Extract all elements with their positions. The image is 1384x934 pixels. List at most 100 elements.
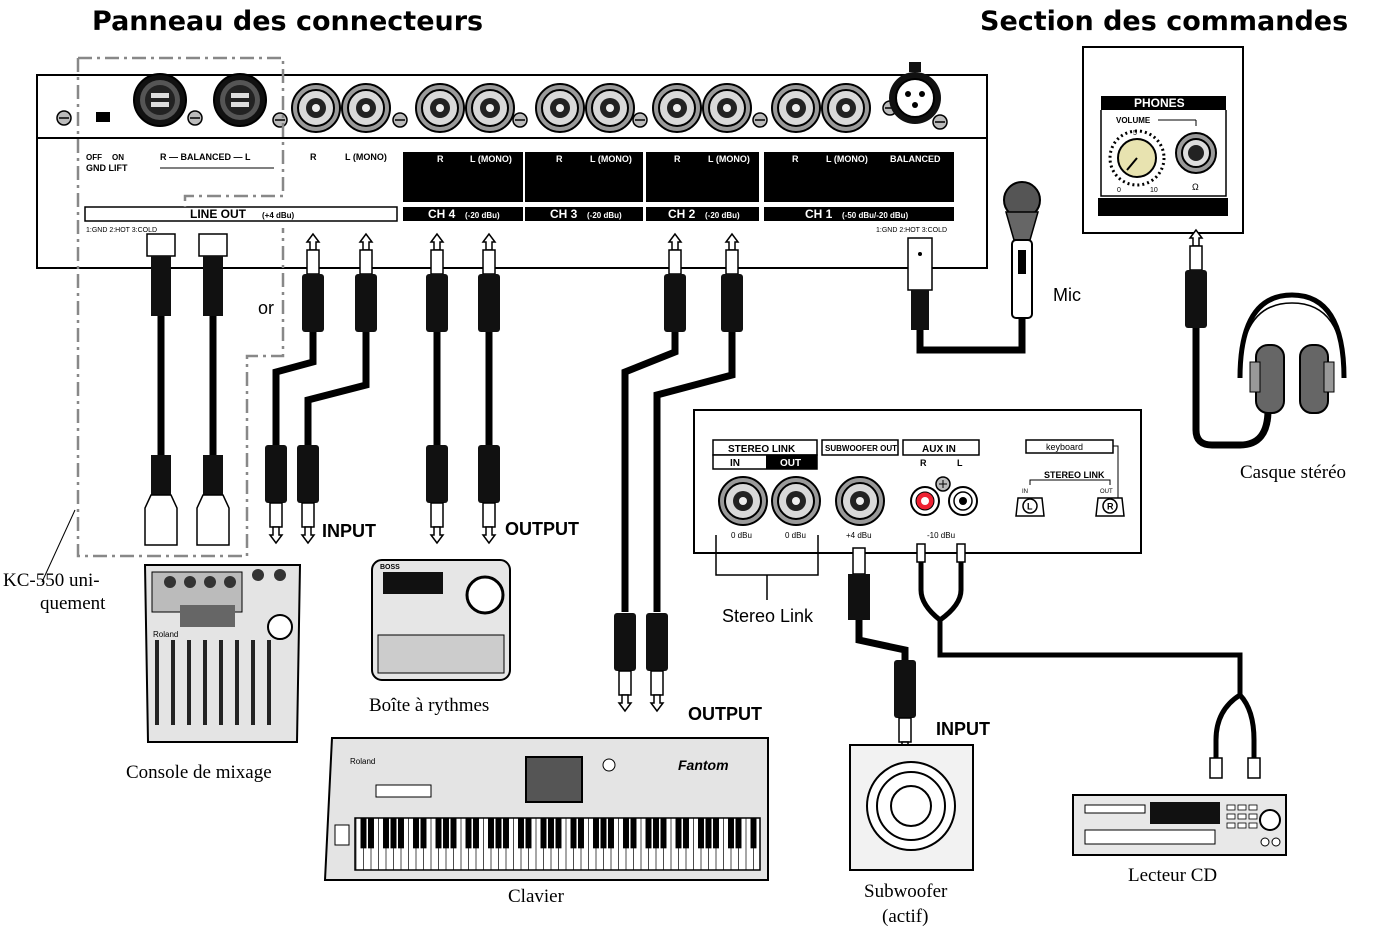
mixer-brand: Roland — [153, 630, 178, 639]
jack-ch1-r[interactable] — [771, 83, 821, 133]
aux-in-r-jack[interactable] — [910, 486, 940, 516]
jack-line-out-l[interactable] — [341, 83, 391, 133]
subwoofer-cable — [848, 547, 917, 759]
stereo-link-bracket — [715, 535, 819, 600]
output-drum-label: OUTPUT — [505, 519, 579, 539]
kb-out-label: OUT — [1100, 489, 1113, 495]
gnd-lift-label: GND LIFT — [86, 163, 128, 173]
ch3-l-label: L (MONO) — [590, 154, 632, 164]
svg-text:R: R — [1107, 502, 1114, 512]
xlr-legend-right: 1:GND 2:HOT 3:COLD — [876, 227, 947, 234]
gnd-lift-switch[interactable] — [96, 112, 110, 122]
ch2-label: CH 2 — [668, 207, 696, 221]
ch2-r-label: R — [674, 154, 681, 164]
kb-link-r-connector[interactable]: R — [1095, 497, 1125, 517]
mic-label: Mic — [1053, 285, 1081, 305]
keyboard-model: Fantom — [678, 757, 729, 773]
line-out-level: (+4 dBu) — [262, 211, 295, 220]
phones-jack[interactable] — [1175, 132, 1217, 174]
xlr-combo-ch1[interactable] — [889, 62, 941, 124]
subwoofer-label-line1: Subwoofer — [864, 881, 948, 902]
volume-mid: 5 — [1133, 130, 1137, 137]
aux-in-label: AUX IN — [922, 444, 956, 455]
subwoofer-label-line2: (actif) — [882, 906, 929, 927]
xlr-cables — [144, 233, 230, 546]
level-subwoofer: +4 dBu — [846, 531, 872, 540]
headphone-cable — [1184, 229, 1272, 449]
level-stereo-in: 0 dBu — [731, 531, 752, 540]
ch3-level: (-20 dBu) — [587, 211, 622, 220]
keyboard-label: Clavier — [508, 886, 564, 907]
level-stereo-out: 0 dBu — [785, 531, 806, 540]
aux-r-label: R — [920, 458, 927, 468]
input-left-label: INPUT — [322, 521, 376, 541]
ch3-label: CH 3 — [550, 207, 578, 221]
connector-panel-heading: Panneau des connecteurs — [92, 6, 484, 37]
stereo-link-in: IN — [730, 458, 740, 469]
kc550-label-line2: quement — [40, 593, 106, 614]
ch4-cables — [425, 233, 501, 544]
ch4-level: (-20 dBu) — [465, 211, 500, 220]
kc550-label-line1: KC-550 uni- — [3, 570, 100, 591]
ch2-cables — [613, 233, 744, 712]
mixer-label: Console de mixage — [126, 762, 272, 783]
xlr-line-out-r[interactable] — [133, 73, 187, 127]
subwoofer-icon — [849, 744, 974, 871]
ch1-label: CH 1 — [805, 207, 833, 221]
kc550-dashed-outline — [76, 56, 285, 558]
ch1-l-label: L (MONO) — [826, 154, 868, 164]
ch4-label: CH 4 — [428, 207, 456, 221]
jack-ch2-l[interactable] — [702, 83, 752, 133]
keyboard-icon: Roland Fantom — [323, 737, 769, 881]
aux-in-l-jack[interactable] — [948, 486, 978, 516]
stereo-link-out: OUT — [780, 458, 801, 469]
drum-machine-label: Boîte à rythmes — [369, 695, 490, 716]
jack-line-out-r[interactable] — [291, 83, 341, 133]
phones-section: PHONES VOLUME 5 0 10 Ω — [1082, 46, 1244, 234]
keyboard-brand: Roland — [350, 757, 375, 766]
volume-min: 0 — [1117, 187, 1121, 194]
jack-ch3-r[interactable] — [535, 83, 585, 133]
phones-title: PHONES — [1134, 96, 1185, 110]
level-aux: -10 dBu — [927, 531, 955, 540]
drum-machine-icon: BOSS — [371, 559, 511, 681]
xlr-legend-left: 1:GND 2:HOT 3:COLD — [86, 227, 157, 234]
connector-panel: OFF ON GND LIFT R — BALANCED — L R L (MO… — [36, 62, 988, 269]
jack-ch4-l[interactable] — [465, 83, 515, 133]
jack-ch4-r[interactable] — [415, 83, 465, 133]
ch1-r-label: R — [792, 154, 799, 164]
subwoofer-out-label: SUBWOOFER OUT — [825, 444, 897, 453]
kb-link-l-connector[interactable]: L — [1015, 497, 1045, 517]
mixer-icon: Roland — [143, 564, 302, 743]
rear-panel: STEREO LINK IN OUT SUBWOOFER OUT AUX IN … — [693, 409, 1142, 554]
jack-ch1-l[interactable] — [821, 83, 871, 133]
subwoofer-out-jack[interactable] — [835, 476, 885, 526]
stereo-link-caption: Stereo Link — [722, 606, 814, 626]
mic-cable — [907, 237, 1026, 354]
cd-player-label: Lecteur CD — [1128, 865, 1218, 886]
ch1-balanced-label: BALANCED — [890, 154, 941, 164]
control-section-heading: Section des commandes — [980, 6, 1349, 37]
kc550-pointer — [41, 509, 76, 583]
jack-ch2-r[interactable] — [652, 83, 702, 133]
volume-max: 10 — [1150, 187, 1158, 194]
ch1-level: (-50 dBu/-20 dBu) — [842, 211, 909, 220]
ground-screw-icon — [935, 476, 951, 492]
stereo-link-out-jack[interactable] — [771, 476, 821, 526]
input-sub-label: INPUT — [936, 719, 990, 739]
stereo-link-in-jack[interactable] — [718, 476, 768, 526]
keyboard-label: keyboard — [1046, 442, 1083, 452]
xlr-line-out-l[interactable] — [213, 73, 267, 127]
ohm-label: Ω — [1192, 182, 1199, 192]
line-out-jack-cables — [264, 233, 378, 544]
ch3-r-label: R — [556, 154, 563, 164]
headphones-icon — [1237, 292, 1347, 414]
stereo-link-label: STEREO LINK — [728, 444, 796, 455]
balanced-label: R — BALANCED — L — [160, 152, 251, 162]
jack-ch3-l[interactable] — [585, 83, 635, 133]
output-keyboard-label: OUTPUT — [688, 704, 762, 724]
rca-cables — [916, 543, 1261, 779]
gnd-lift-on-label: ON — [112, 153, 124, 162]
line-l-mono-label: L (MONO) — [345, 152, 387, 162]
